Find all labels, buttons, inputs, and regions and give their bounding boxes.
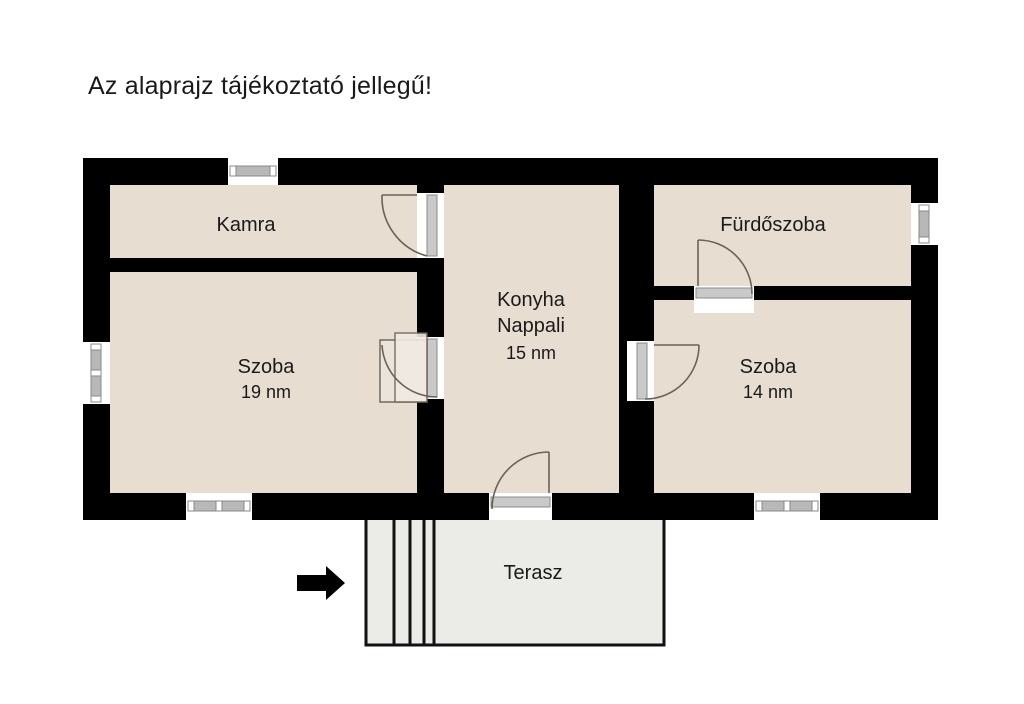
room-floor-szoba-right bbox=[654, 300, 911, 493]
room-area-szoba-left: 19 nm bbox=[241, 382, 291, 402]
room-labels: Kamra Szoba 19 nm Konyha Nappali 15 nm F… bbox=[217, 214, 827, 584]
room-label-szoba-left: Szoba bbox=[238, 356, 296, 378]
room-label-kamra: Kamra bbox=[217, 214, 277, 236]
window-furdoszoba-east bbox=[911, 203, 938, 245]
door-konyha-szoba-right bbox=[627, 341, 700, 401]
window-szoba-left-south bbox=[186, 493, 252, 520]
builtin-closet-b bbox=[394, 332, 428, 403]
door-szoba-left-konyha bbox=[379, 332, 444, 403]
room-floor-konyha bbox=[444, 185, 619, 493]
doors-group bbox=[379, 193, 754, 520]
room-floor-kamra bbox=[110, 185, 417, 258]
door-kamra-konyha bbox=[381, 193, 444, 258]
page-title: Az alaprajz tájékoztató jellegű! bbox=[88, 72, 433, 100]
room-label-konyha: Konyha bbox=[497, 289, 566, 311]
entrance-arrow-icon bbox=[297, 566, 345, 600]
window-szoba-right-south bbox=[754, 493, 820, 520]
room-label-szoba-right: Szoba bbox=[740, 356, 798, 378]
window-szoba-left-west bbox=[83, 342, 110, 404]
room-floor-furdoszoba bbox=[654, 185, 911, 286]
terrace-floor bbox=[364, 516, 666, 647]
room-area-szoba-right: 14 nm bbox=[743, 382, 793, 402]
door-furdoszoba bbox=[694, 239, 754, 313]
room-area-konyha: 15 nm bbox=[506, 343, 556, 363]
room-label-furdoszoba: Fürdőszoba bbox=[720, 214, 826, 236]
terrace-group bbox=[364, 516, 666, 647]
room-floor-szoba-left bbox=[110, 272, 417, 493]
door-konyha-terasz bbox=[489, 451, 552, 520]
room-label-terasz: Terasz bbox=[504, 562, 563, 584]
window-kamra-top bbox=[228, 158, 278, 185]
windows-group bbox=[83, 158, 938, 520]
room-label-nappali: Nappali bbox=[497, 315, 565, 337]
room-floors bbox=[110, 185, 911, 493]
